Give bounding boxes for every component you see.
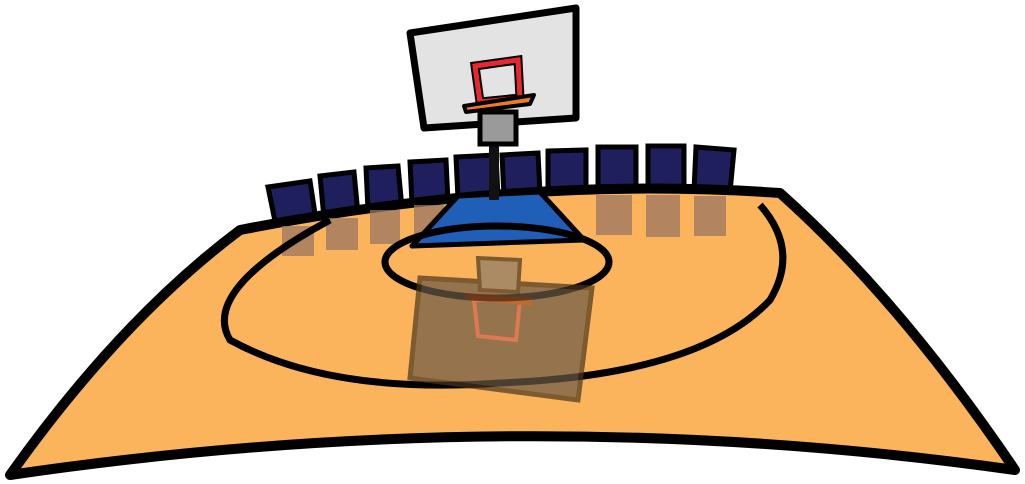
seat bbox=[595, 144, 639, 192]
hoop-bracket bbox=[477, 109, 519, 147]
seat bbox=[645, 143, 687, 192]
hoop-pole bbox=[489, 140, 499, 200]
backboard-reflection bbox=[407, 255, 595, 403]
rim bbox=[462, 93, 536, 114]
seats-row bbox=[265, 143, 737, 229]
